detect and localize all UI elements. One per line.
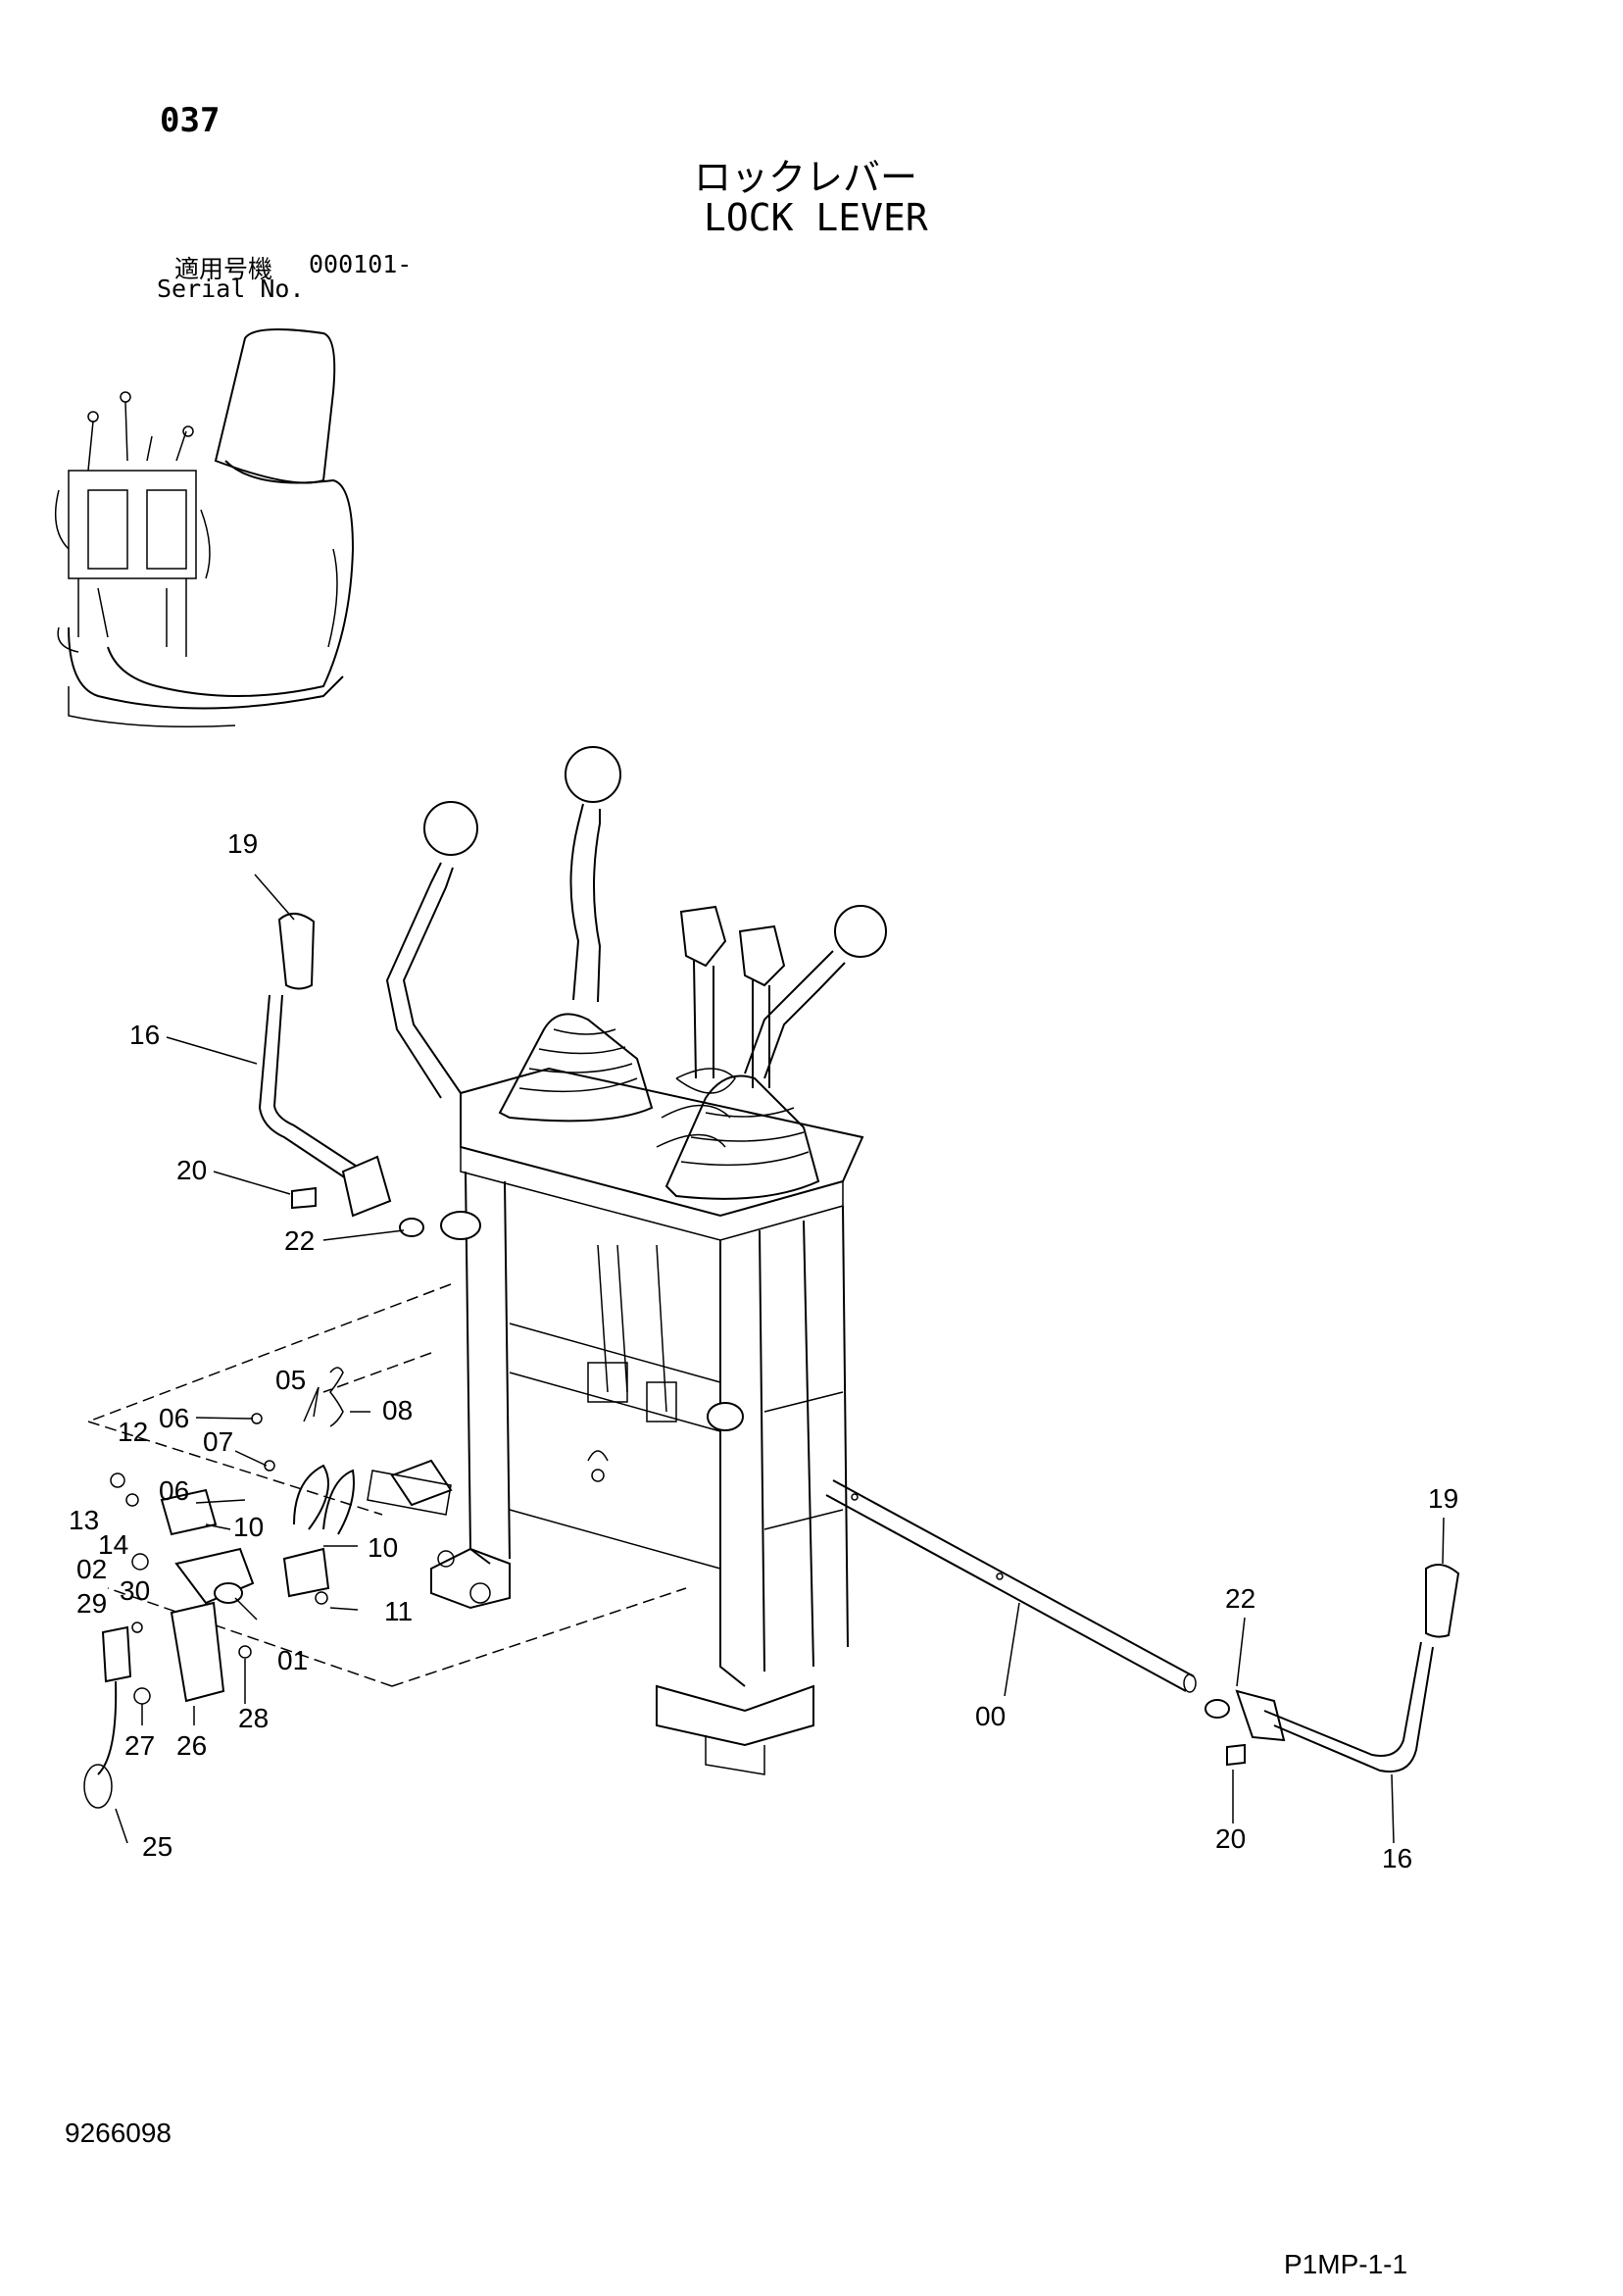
callout-20: 20	[176, 1155, 207, 1185]
callout-12: 12	[118, 1417, 148, 1447]
callout-19: 19	[1428, 1483, 1458, 1514]
callout-16: 16	[129, 1020, 160, 1050]
callout-10: 10	[233, 1512, 264, 1542]
leader-lines	[115, 873, 1445, 1844]
sheet-id: P1MP-1-1	[1284, 2249, 1408, 2279]
callout-27: 27	[124, 1730, 155, 1761]
callout-26: 26	[176, 1730, 207, 1761]
callout-05: 05	[275, 1365, 306, 1395]
assembly-guide-lines	[87, 1283, 687, 1687]
document-number: 9266098	[65, 2118, 172, 2148]
serial-range: 000101-	[309, 250, 413, 278]
serial-label-japanese: 適用号機	[174, 255, 273, 283]
callout-28: 28	[238, 1703, 269, 1733]
callout-07: 07	[203, 1426, 233, 1457]
callout-30: 30	[120, 1575, 150, 1606]
callout-25: 25	[142, 1831, 172, 1862]
callout-22: 22	[1225, 1583, 1255, 1614]
callout-29: 29	[76, 1588, 107, 1619]
travel-levers	[656, 905, 786, 1148]
callout-02: 02	[76, 1554, 107, 1584]
callout-11: 11	[384, 1596, 413, 1626]
callout-08: 08	[382, 1395, 413, 1425]
lock-lever-handle-right	[1205, 1564, 1460, 1772]
callout-labels: 19 16 20 22 05 06 08 12 07 06 10 13 14 0…	[69, 828, 1458, 1873]
callout-13: 13	[69, 1505, 99, 1535]
callout-16: 16	[1382, 1843, 1412, 1873]
callout-19: 19	[227, 828, 258, 859]
callout-06: 06	[159, 1475, 189, 1506]
joystick-right	[664, 905, 887, 1200]
lock-lever-handle-left	[258, 913, 424, 1237]
title-english: LOCK LEVER	[704, 196, 928, 239]
joystick-left	[498, 746, 654, 1123]
callout-14: 14	[98, 1529, 128, 1560]
overview-thumbnail	[54, 328, 355, 727]
page-number: 037	[160, 101, 221, 140]
lock-shaft	[825, 1479, 1197, 1693]
lever-rod-left	[385, 801, 478, 1099]
callout-01: 01	[277, 1645, 308, 1675]
callout-10: 10	[368, 1532, 398, 1563]
control-stand-assembly	[367, 1067, 864, 1775]
title-japanese: ロックレバー	[694, 156, 918, 199]
callout-20: 20	[1215, 1823, 1246, 1854]
callout-00: 00	[975, 1701, 1006, 1731]
callout-22: 22	[284, 1225, 315, 1256]
callout-06: 06	[159, 1403, 189, 1433]
serial-label-english: Serial No.	[157, 275, 305, 303]
